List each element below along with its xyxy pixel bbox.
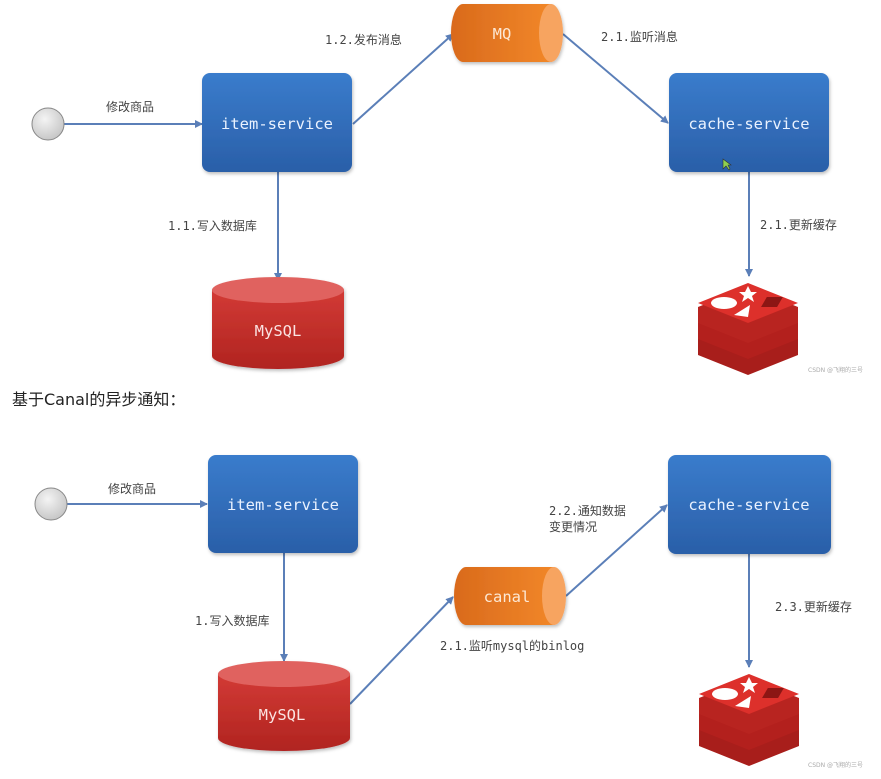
redis-icon-bottom <box>699 674 799 766</box>
label-listen-message: 2.1.监听消息 <box>601 29 678 44</box>
label-write-db-bottom: 1.写入数据库 <box>195 613 269 628</box>
label-modify-product-top: 修改商品 <box>106 99 154 114</box>
label-update-cache-bottom: 2.3.更新缓存 <box>775 599 852 614</box>
label-modify-product-bottom: 修改商品 <box>108 481 156 496</box>
label-write-db-top: 1.1.写入数据库 <box>168 218 257 233</box>
label-listen-binlog: 2.1.监听mysql的binlog <box>440 638 584 653</box>
section-heading-canal: 基于Canal的异步通知： <box>12 390 186 409</box>
canal-label: canal <box>484 588 531 606</box>
label-notify-change-line2: 变更情况 <box>549 519 597 534</box>
edge-canal-to-cache-service <box>565 504 668 597</box>
watermark-bottom: CSDN @飞翔的三号 <box>808 761 863 769</box>
bottom-diagram: 修改商品 item-service MySQL 1.写入数据库 canal 2.… <box>34 455 863 769</box>
mouse-cursor-icon <box>722 158 732 171</box>
mysql-label-bottom: MySQL <box>259 706 306 724</box>
edge-mysql-to-canal <box>349 596 454 705</box>
watermark-top: CSDN @飞翔的三号 <box>808 366 863 374</box>
mysql-node-bottom <box>218 661 350 751</box>
edge-item-service-to-mq <box>352 33 454 125</box>
cache-service-node-bottom <box>668 455 831 554</box>
item-service-label-top: item-service <box>221 115 333 133</box>
top-diagram: 修改商品 item-service MQ 1.2.发布消息 2.1.监听消息 c… <box>31 4 863 375</box>
label-update-cache-top: 2.1.更新缓存 <box>760 217 837 232</box>
label-notify-change-line1: 2.2.通知数据 <box>549 503 626 518</box>
item-service-node-top <box>202 73 352 172</box>
start-node-bottom <box>34 487 68 521</box>
redis-icon-top <box>698 283 798 375</box>
label-publish-message: 1.2.发布消息 <box>325 32 402 47</box>
cache-service-label-bottom: cache-service <box>688 496 809 514</box>
mysql-label-top: MySQL <box>255 322 302 340</box>
mq-node <box>451 4 563 62</box>
cache-service-label-top: cache-service <box>688 115 809 133</box>
item-service-label-bottom: item-service <box>227 496 339 514</box>
cache-service-node-top <box>669 73 829 172</box>
edge-mq-to-cache-service <box>562 33 669 124</box>
item-service-node-bottom <box>208 455 358 553</box>
mq-label: MQ <box>493 25 512 43</box>
mysql-node-top <box>212 277 344 369</box>
canal-node <box>454 567 566 625</box>
start-node-top <box>31 107 65 141</box>
